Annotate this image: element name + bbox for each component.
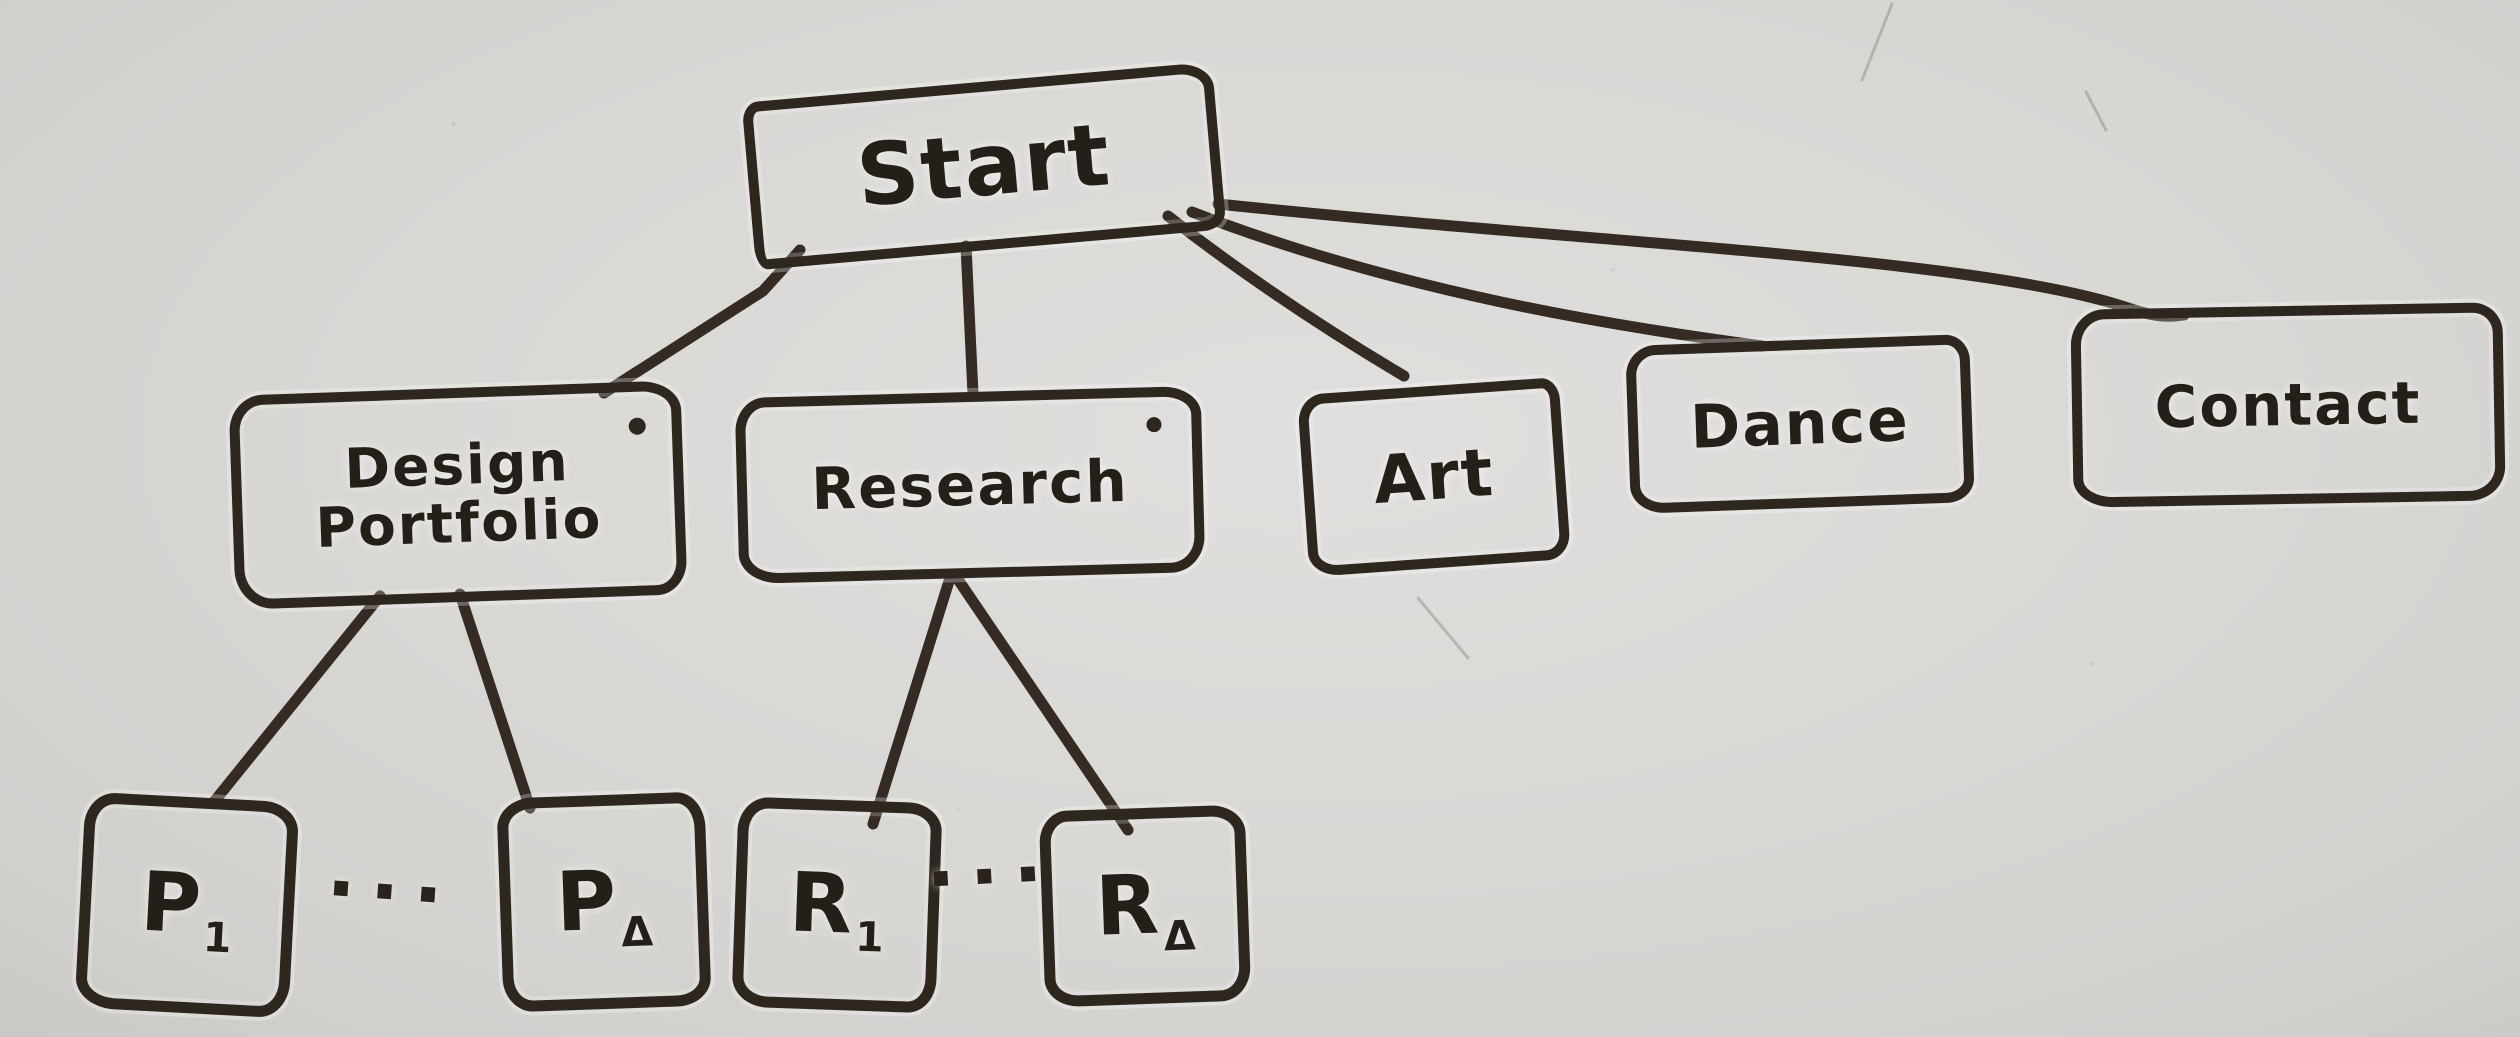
- r1-subscript: 1: [854, 913, 885, 963]
- edge-designportfolio-pn: [454, 588, 536, 814]
- portfolio-line: Portfolio: [314, 485, 604, 560]
- node-contact: Contact: [2070, 302, 2506, 508]
- node-research-label: Research: [810, 446, 1130, 523]
- edge-start-research: [960, 240, 979, 400]
- edge-start-dance: [1186, 206, 1768, 352]
- ellipsis-portfolio-pages: ···: [323, 843, 460, 943]
- node-art: Art: [1296, 377, 1572, 577]
- p1-base: P: [138, 854, 204, 953]
- node-r1-label: R1: [788, 855, 887, 962]
- r-delta-base: R: [1093, 857, 1161, 955]
- edge-research-r1: [867, 572, 956, 830]
- node-p-delta-label: PΔ: [554, 854, 653, 957]
- node-p1-label: P1: [138, 855, 235, 963]
- p1-subscript: 1: [201, 913, 233, 963]
- stray-marker-dot: [628, 417, 646, 435]
- edge-start-design-portfolio: [598, 244, 806, 399]
- node-p-delta: PΔ: [496, 791, 712, 1013]
- edge-designportfolio-p1: [207, 590, 386, 809]
- p-delta-subscript: Δ: [620, 907, 654, 957]
- scratch-mark: [2084, 90, 2108, 132]
- stray-marker-dot: [1146, 416, 1162, 433]
- p-delta-base: P: [554, 853, 618, 951]
- node-p1: P1: [74, 791, 300, 1019]
- node-dance-label: Dance: [1689, 384, 1911, 463]
- node-r1: R1: [731, 796, 943, 1014]
- edge-start-art: [1162, 210, 1410, 382]
- r-delta-subscript: Δ: [1162, 911, 1197, 961]
- node-research: Research: [734, 385, 1206, 585]
- r1-base: R: [787, 855, 854, 953]
- edge-research-rn: [951, 572, 1134, 836]
- node-contact-label: Contact: [2154, 368, 2422, 441]
- edge-start-contact: [1212, 198, 2190, 322]
- node-dance: Dance: [1625, 334, 1975, 514]
- node-r-delta-label: RΔ: [1094, 858, 1196, 961]
- node-art-label: Art: [1370, 434, 1498, 520]
- node-design-portfolio: Design Portfolio: [228, 380, 688, 610]
- node-design-portfolio-label: Design Portfolio: [313, 429, 604, 560]
- scratch-mark: [1860, 2, 1894, 82]
- node-r-delta: RΔ: [1038, 804, 1252, 1008]
- scratch-mark: [1416, 596, 1470, 660]
- node-start-label: Start: [852, 104, 1116, 227]
